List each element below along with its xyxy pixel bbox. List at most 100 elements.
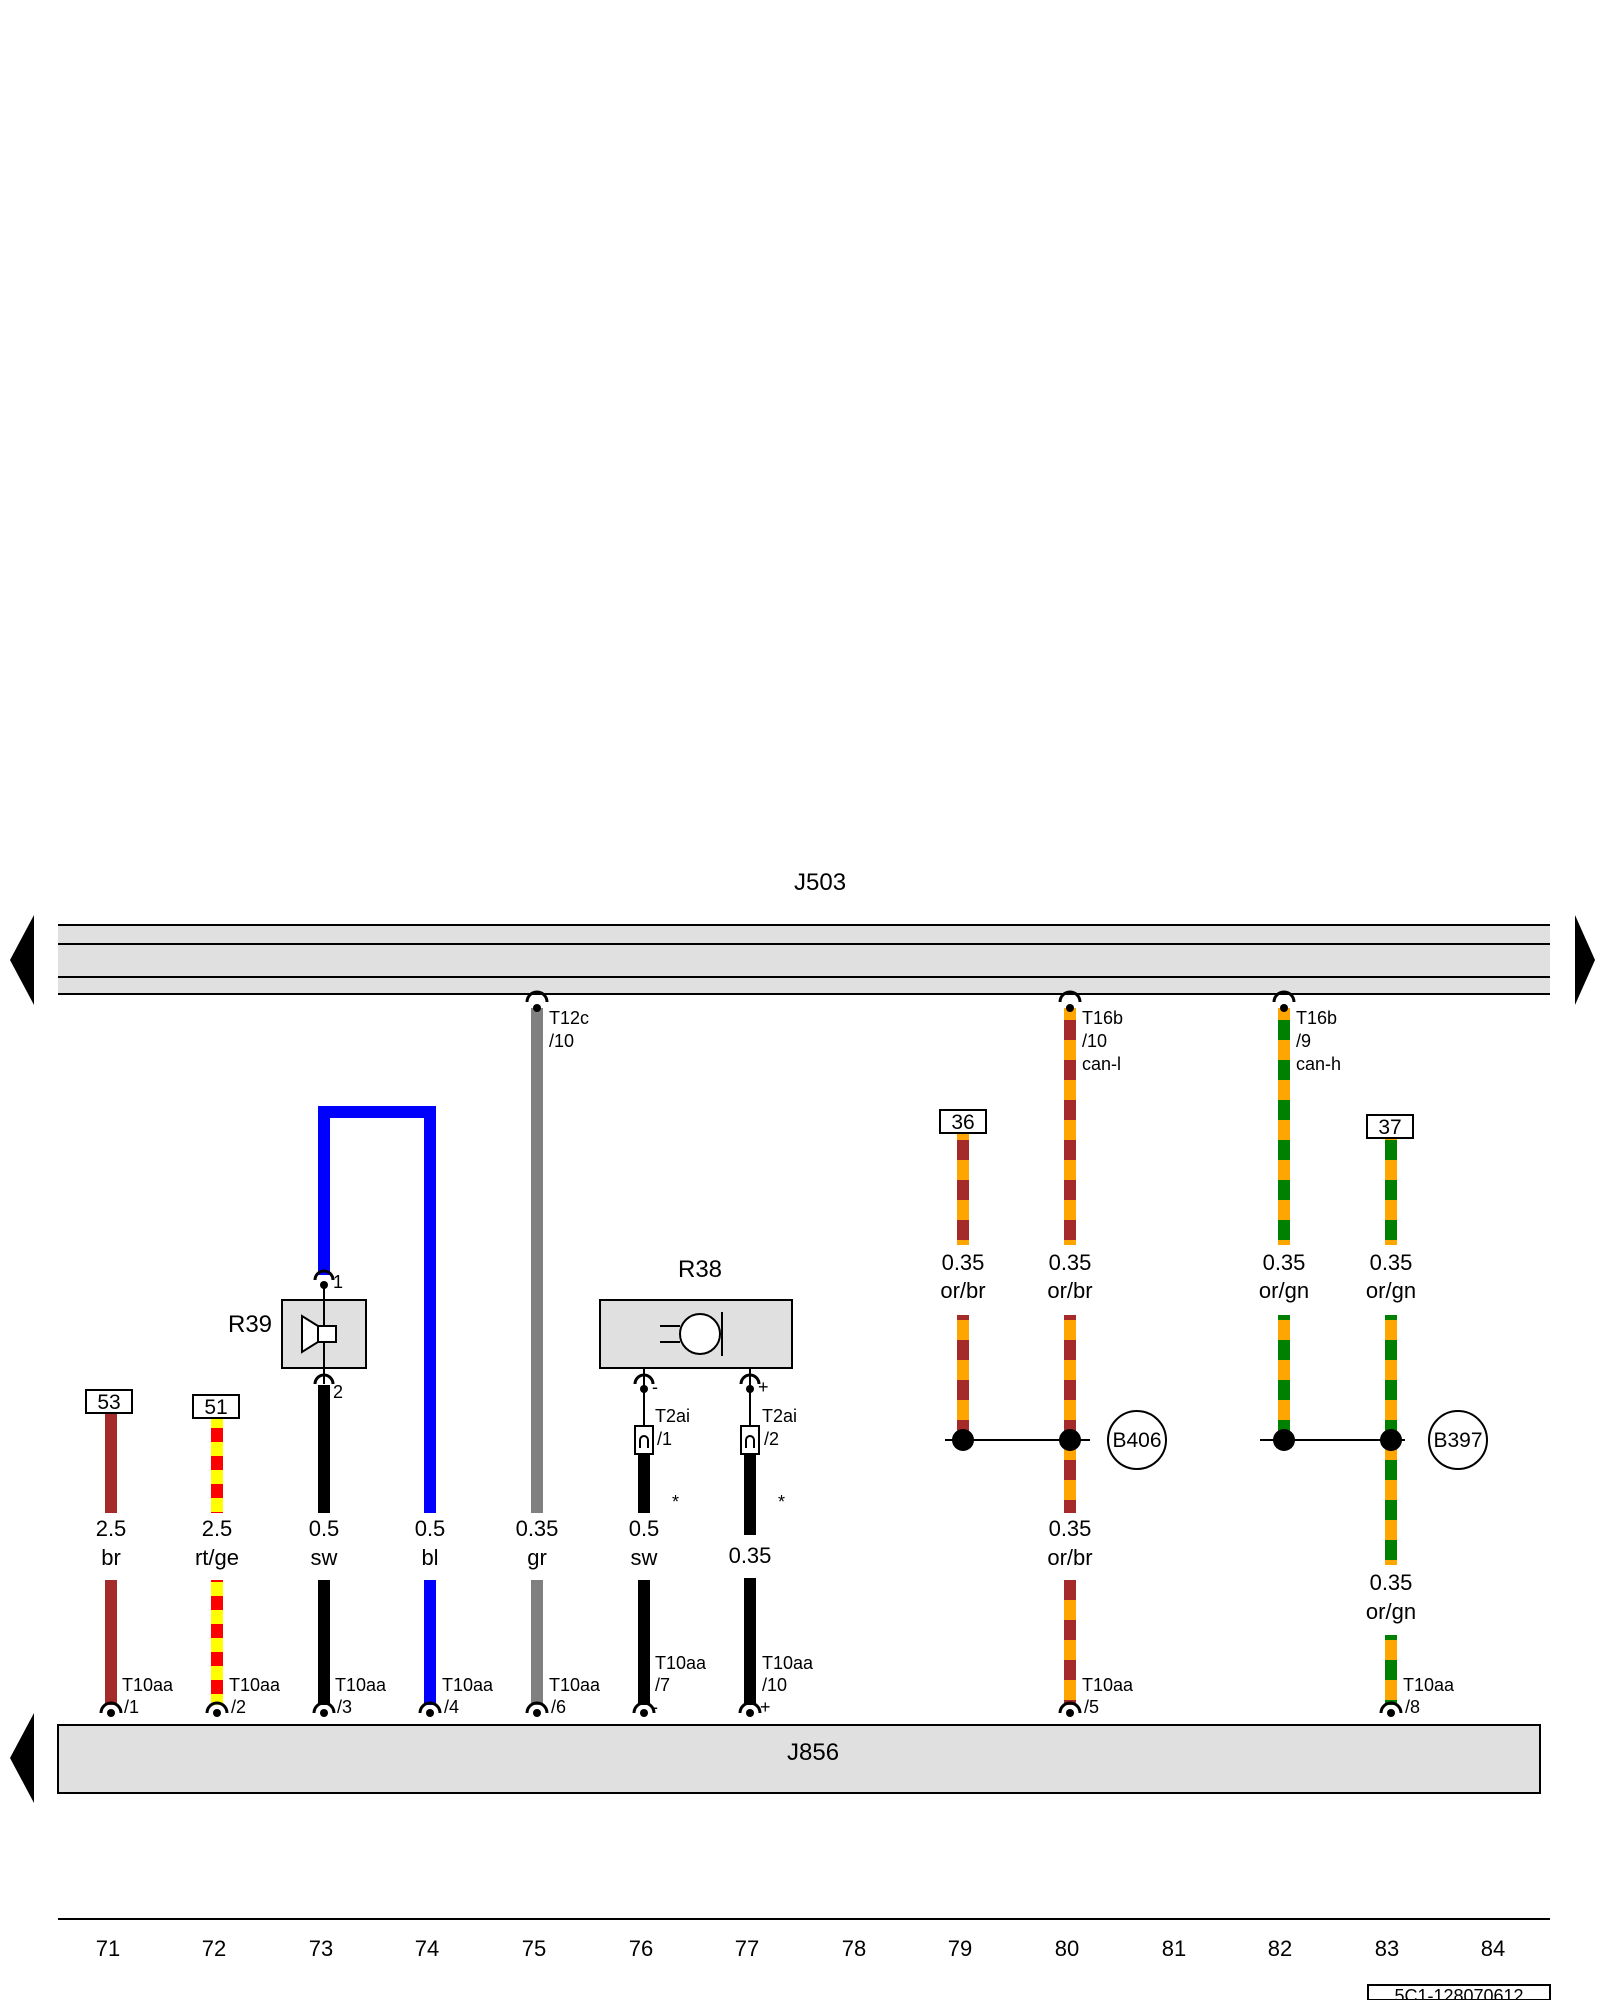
t10aa-73-pin: /3 <box>337 1697 352 1717</box>
r39-pin2: 2 <box>333 1382 343 1402</box>
wire-82-size: 0.35 <box>1263 1250 1306 1275</box>
wire-77-size: 0.35 <box>729 1543 772 1568</box>
left-arrow-bottom-icon[interactable] <box>10 1713 34 1803</box>
column-number: 76 <box>629 1936 653 1961</box>
wire-77-lower[interactable] <box>744 1578 756 1705</box>
wire-75-lower[interactable] <box>531 1580 543 1705</box>
ref-53-box[interactable] <box>85 1389 133 1414</box>
r39-label: R39 <box>228 1311 272 1338</box>
t10aa-72-pin: /2 <box>231 1697 246 1717</box>
top-connector-symbols <box>525 990 1296 1012</box>
t10aa-80-pin: /5 <box>1084 1697 1099 1717</box>
wire-79-lower[interactable] <box>957 1315 969 1440</box>
t2ai-2-name: T2ai <box>762 1406 797 1426</box>
wire-80a-color: or/br <box>1047 1278 1092 1303</box>
wire-79-upper[interactable] <box>957 1133 969 1245</box>
b406-circle[interactable] <box>1107 1410 1167 1470</box>
b397-circle[interactable] <box>1428 1410 1488 1470</box>
wire-83-upper[interactable] <box>1385 1138 1397 1245</box>
column-number: 78 <box>842 1936 866 1961</box>
b397-node-left <box>1273 1429 1295 1451</box>
ref-36-box[interactable] <box>939 1109 987 1134</box>
t10aa-71-pin: /1 <box>124 1697 139 1717</box>
j856-label: J856 <box>787 1739 839 1766</box>
t2ai-2-symbol[interactable] <box>740 1425 760 1455</box>
wire-74-lower[interactable] <box>424 1580 436 1705</box>
shield-note-77: * <box>778 1492 785 1512</box>
microphone-icon <box>660 1312 723 1356</box>
wire-75-size: 0.35 <box>516 1516 559 1541</box>
wire-labels: 2.5 br 2.5 rt/ge 0.5 sw 0.5 bl 0.35 gr 0… <box>96 1250 1416 1624</box>
wire-71-lower[interactable] <box>105 1580 117 1705</box>
j856-module[interactable] <box>57 1724 1541 1794</box>
wire-74-size: 0.5 <box>415 1516 446 1541</box>
wire-76-upper[interactable] <box>638 1455 650 1513</box>
left-arrow-icon[interactable] <box>10 915 34 1005</box>
t10aa-72-name: T10aa <box>229 1675 281 1695</box>
column-number: 81 <box>1162 1936 1186 1961</box>
shield-note-76: * <box>672 1492 679 1512</box>
b406-label: B406 <box>1112 1429 1161 1452</box>
wire-80-upper[interactable] <box>1064 1008 1076 1245</box>
t2ai-1-pin: /1 <box>657 1429 672 1449</box>
r38-pin-symbols <box>633 1373 761 1393</box>
wire-75-color: gr <box>527 1545 547 1570</box>
j503-label: J503 <box>794 869 846 896</box>
column-number: 77 <box>735 1936 759 1961</box>
wire-75-upper[interactable] <box>531 1008 543 1513</box>
t12c-name: T12c <box>549 1008 589 1028</box>
wire-72-color: rt/ge <box>195 1545 239 1570</box>
right-arrow-icon[interactable] <box>1575 915 1595 1005</box>
column-numbers: 71 72 73 74 75 76 77 78 79 80 81 82 83 8… <box>96 1936 1505 1961</box>
wire-76-lower[interactable] <box>638 1580 650 1705</box>
r38-minus-label: - <box>652 1377 658 1397</box>
t2ai-1-symbol[interactable] <box>634 1425 654 1455</box>
t16b-82-name: T16b <box>1296 1008 1337 1028</box>
t2ai-2-icon <box>745 1435 755 1448</box>
r39-pin-symbols <box>313 1269 335 1393</box>
wire-83b-color: or/gn <box>1366 1599 1416 1624</box>
wire-82-upper[interactable] <box>1278 1008 1290 1245</box>
wire-71-size: 2.5 <box>96 1516 127 1541</box>
wire-74-loop[interactable] <box>318 1106 436 1513</box>
t10aa-75-pin: /6 <box>551 1697 566 1717</box>
t16b-82-pin: /9 <box>1296 1031 1311 1051</box>
column-number: 80 <box>1055 1936 1079 1961</box>
b397-label: B397 <box>1433 1429 1482 1452</box>
column-number: 82 <box>1268 1936 1292 1961</box>
t10aa-75-name: T10aa <box>549 1675 601 1695</box>
wire-77-upper[interactable] <box>744 1455 756 1535</box>
wire-73-color: sw <box>311 1545 338 1570</box>
wire-79-size: 0.35 <box>942 1250 985 1275</box>
wire-74-color: bl <box>421 1545 438 1570</box>
column-number: 75 <box>522 1936 546 1961</box>
wire-71-upper[interactable] <box>105 1413 117 1513</box>
r39-pin1: 1 <box>333 1272 343 1292</box>
wire-76-color: sw <box>631 1545 658 1570</box>
t10aa-76-name: T10aa <box>655 1653 707 1673</box>
column-number: 83 <box>1375 1936 1399 1961</box>
speaker-icon <box>301 1284 337 1384</box>
t16b-80-name: T16b <box>1082 1008 1123 1028</box>
wire-82-color: or/gn <box>1259 1278 1309 1303</box>
t10aa-77-plus: + <box>760 1697 771 1717</box>
column-number: 72 <box>202 1936 226 1961</box>
j503-bus[interactable] <box>58 924 1550 995</box>
ref-37-box[interactable] <box>1366 1114 1414 1139</box>
wire-80-middle[interactable] <box>1064 1315 1076 1513</box>
wire-83a-color: or/gn <box>1366 1278 1416 1303</box>
wire-73-lower[interactable] <box>318 1580 330 1705</box>
t10aa-83-name: T10aa <box>1403 1675 1455 1695</box>
column-number: 79 <box>948 1936 972 1961</box>
wire-83-lower[interactable] <box>1385 1635 1397 1705</box>
t12c-pin: /10 <box>549 1031 574 1051</box>
wire-79-color: or/br <box>940 1278 985 1303</box>
wire-82-lower[interactable] <box>1278 1315 1290 1440</box>
wire-72-lower[interactable] <box>211 1580 223 1705</box>
t10aa-77-name: T10aa <box>762 1653 814 1673</box>
wire-73-upper[interactable] <box>318 1385 330 1513</box>
wire-80-lower[interactable] <box>1064 1580 1076 1705</box>
wire-72-upper[interactable] <box>211 1418 223 1513</box>
column-number: 74 <box>415 1936 439 1961</box>
ref-51-box[interactable] <box>192 1394 240 1419</box>
